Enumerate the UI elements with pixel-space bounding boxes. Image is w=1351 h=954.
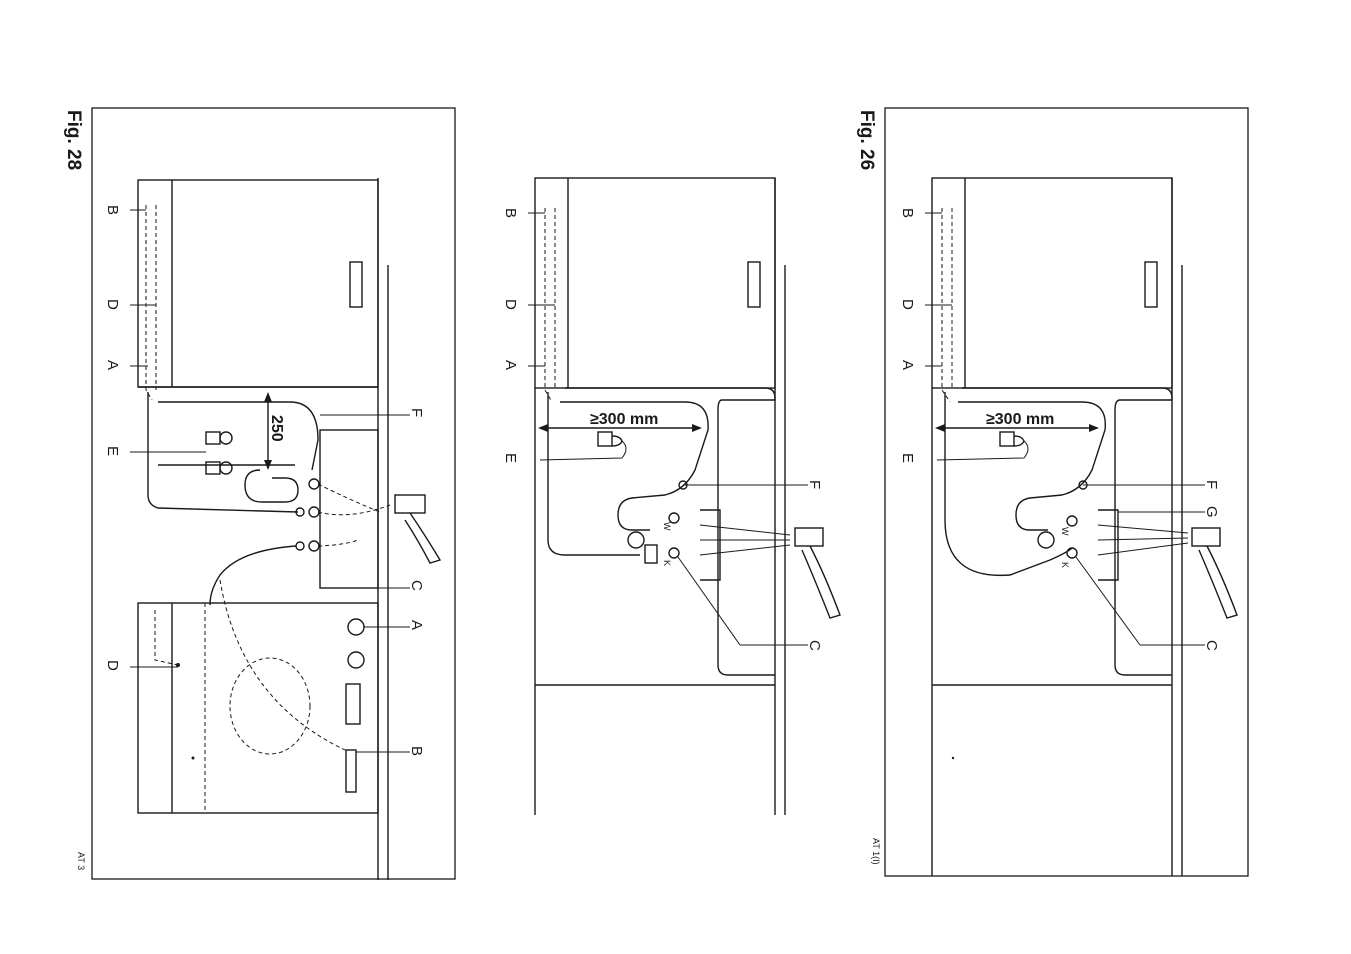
label-e: E bbox=[502, 453, 519, 463]
label-w: W bbox=[1060, 527, 1070, 536]
dimension-arrow-right bbox=[1089, 424, 1099, 432]
control-display bbox=[346, 684, 360, 724]
label-d: D bbox=[104, 299, 121, 310]
marker-dot bbox=[192, 757, 195, 760]
plug-e-2 bbox=[206, 462, 232, 474]
label-e: E bbox=[104, 446, 121, 456]
valve-1-icon bbox=[309, 479, 319, 489]
figure-28: Fig. 28 AT 3 250 bbox=[63, 108, 455, 880]
faucet-icon bbox=[700, 525, 840, 618]
label-f: F bbox=[1203, 480, 1220, 489]
lower-appliance-handle bbox=[346, 750, 356, 792]
label-c: C bbox=[1203, 640, 1220, 651]
siphon bbox=[245, 470, 298, 502]
siphon-icon bbox=[628, 532, 644, 548]
sink-cabinet bbox=[565, 388, 775, 675]
label-f: F bbox=[806, 480, 823, 489]
figure-26-code: AT 1(I) bbox=[871, 838, 881, 865]
connector-2-icon bbox=[296, 542, 304, 550]
leader-c bbox=[678, 557, 740, 645]
siphon-icon bbox=[1038, 532, 1054, 548]
upper-appliance bbox=[535, 178, 775, 388]
label-e: E bbox=[899, 453, 916, 463]
inlet-hose-dashed bbox=[220, 580, 345, 750]
label-b: B bbox=[899, 208, 916, 218]
figure-26: Fig. 26 AT 1(I) ≥300 mm W K bbox=[856, 108, 1248, 876]
dimension-300: ≥300 mm bbox=[590, 411, 658, 428]
leader-c bbox=[1076, 557, 1140, 645]
label-w: W bbox=[662, 522, 672, 531]
knob-1-icon bbox=[348, 619, 364, 635]
label-k: K bbox=[1060, 562, 1070, 568]
label-a: A bbox=[502, 360, 519, 370]
label-a: A bbox=[899, 360, 916, 370]
plug-e-1 bbox=[206, 432, 232, 444]
label-d2: D bbox=[104, 660, 121, 671]
supply-dashed-2 bbox=[318, 505, 390, 515]
label-d: D bbox=[899, 299, 916, 310]
label-b: B bbox=[104, 205, 121, 215]
upper-appliance-handle bbox=[350, 262, 362, 307]
label-d: D bbox=[502, 299, 519, 310]
dimension-arrow-left bbox=[538, 424, 548, 432]
hose-dashed-1 bbox=[146, 205, 152, 400]
dimension-arrow-left bbox=[935, 424, 945, 432]
valve-k-icon bbox=[1067, 548, 1077, 558]
figure-26-frame bbox=[885, 108, 1248, 876]
drain-point bbox=[176, 663, 180, 667]
figure-28-caption: Fig. 28 bbox=[63, 110, 84, 170]
plug-e bbox=[937, 432, 1028, 460]
label-a: A bbox=[104, 360, 121, 370]
valve-k-icon bbox=[669, 548, 679, 558]
figure-26-caption: Fig. 26 bbox=[856, 110, 877, 170]
upper-appliance bbox=[138, 180, 378, 387]
drain-dashed-lower bbox=[155, 610, 178, 665]
upper-appliance bbox=[932, 178, 1172, 388]
sink-bracket bbox=[700, 510, 720, 580]
valve-3-icon bbox=[309, 541, 319, 551]
label-b2: B bbox=[408, 746, 425, 756]
faucet-icon bbox=[395, 495, 440, 563]
figure-middle: ≥300 mm W K B bbox=[502, 178, 840, 815]
label-b: B bbox=[502, 208, 519, 218]
supply-dashed-1 bbox=[318, 484, 380, 512]
dimension-250: 250 bbox=[268, 415, 285, 442]
lower-appliance bbox=[138, 603, 378, 813]
label-k: K bbox=[662, 560, 672, 566]
valve-w-icon bbox=[1067, 516, 1077, 526]
figure-28-frame bbox=[92, 108, 455, 879]
label-f: F bbox=[408, 408, 425, 417]
dimension-arrow-right bbox=[692, 424, 702, 432]
dimension-300: ≥300 mm bbox=[986, 411, 1054, 428]
supply-dashed-3 bbox=[318, 540, 358, 546]
faucet-icon bbox=[1098, 525, 1237, 618]
drain-hose-2 bbox=[158, 402, 318, 470]
plug-e bbox=[540, 432, 626, 460]
valve-2-icon bbox=[309, 507, 319, 517]
label-c: C bbox=[806, 640, 823, 651]
label-g: G bbox=[1203, 506, 1220, 518]
connector-block bbox=[645, 545, 657, 563]
knob-2-icon bbox=[348, 652, 364, 668]
label-a2: A bbox=[408, 620, 425, 630]
figure-28-code: AT 3 bbox=[76, 852, 86, 870]
label-c: C bbox=[408, 580, 425, 591]
upper-appliance-handle bbox=[748, 262, 760, 307]
drum-outline bbox=[230, 658, 310, 754]
dimension-arrow-top bbox=[264, 392, 272, 402]
sink-cabinet bbox=[320, 430, 378, 588]
upper-appliance-handle bbox=[1145, 262, 1157, 307]
marker-dot bbox=[952, 757, 954, 759]
